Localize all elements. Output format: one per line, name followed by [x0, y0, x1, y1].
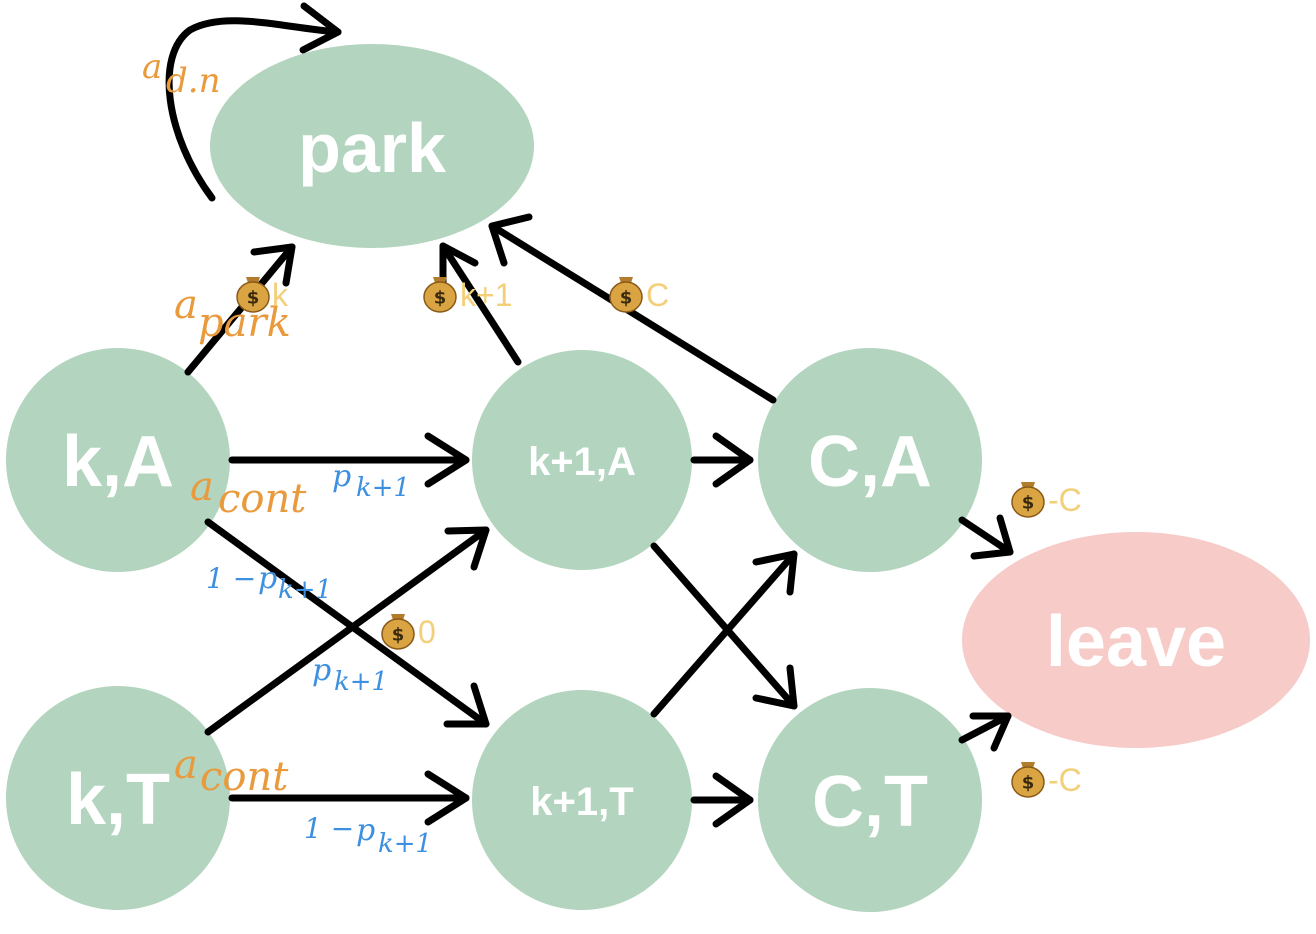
node-c-t: C,T	[758, 688, 982, 912]
reward-park-k: $ k	[236, 277, 289, 313]
svg-text:$: $	[1022, 493, 1035, 514]
reward-park-k1: $ k+1	[423, 277, 512, 313]
node-k-a: k,A	[6, 348, 230, 572]
node-c-t-label: C,T	[812, 762, 928, 842]
node-k1-a: k+1,A	[472, 350, 692, 570]
svg-text:a: a	[174, 742, 198, 788]
node-park: park	[210, 44, 534, 248]
money-bag-icon: $	[1011, 482, 1045, 518]
svg-text:1 −: 1 −	[206, 562, 256, 595]
node-k-a-label: k,A	[62, 422, 174, 502]
money-bag-icon: $	[236, 277, 270, 313]
node-k-t: k,T	[6, 686, 230, 910]
node-k-t-label: k,T	[66, 760, 170, 840]
action-label-park-self: a d.n	[142, 47, 220, 101]
edge-park-self-loop	[165, 2, 342, 202]
svg-text:p: p	[312, 653, 331, 688]
svg-text:$: $	[247, 288, 260, 309]
edge-k1t-to-ct	[690, 772, 754, 828]
edge-ka-to-k1t	[204, 518, 490, 728]
edge-ca-to-leave	[958, 514, 1014, 560]
svg-text:k+1: k+1	[334, 667, 388, 697]
edge-kt-to-k1a	[204, 526, 490, 736]
reward-park-k1-text: k+1	[460, 277, 512, 313]
svg-text:p: p	[258, 561, 277, 596]
svg-text:1 −: 1 −	[304, 812, 354, 845]
node-c-a: C,A	[758, 348, 982, 572]
node-k1-t-label: k+1,T	[530, 780, 633, 824]
prob-label-kt-to-k1a: p k+1	[312, 653, 388, 697]
svg-text:$: $	[392, 625, 405, 646]
node-leave-label: leave	[1046, 602, 1226, 682]
edge-ka-to-k1a	[228, 432, 470, 488]
edge-k1a-to-ca	[690, 432, 754, 488]
edge-k1a-to-park	[439, 242, 522, 366]
edge-k1t-to-ca	[650, 550, 798, 718]
reward-park-c-text: C	[646, 277, 669, 313]
svg-text:k+1: k+1	[278, 575, 332, 605]
edge-k1a-to-ct	[650, 542, 798, 710]
money-bag-icon: $	[609, 277, 643, 313]
edge-ka-to-park	[184, 243, 296, 376]
reward-leave-from-ct-text: -C	[1048, 762, 1082, 798]
svg-text:k+1: k+1	[356, 473, 410, 503]
svg-text:k+1: k+1	[378, 829, 432, 859]
svg-text:a: a	[142, 47, 162, 87]
svg-text:p: p	[356, 813, 375, 848]
node-k1-a-label: k+1,A	[528, 440, 636, 484]
node-c-a-label: C,A	[808, 422, 932, 502]
money-bag-icon: $	[1011, 762, 1045, 798]
prob-label-kt-to-k1t: 1 − p k+1	[304, 812, 432, 859]
reward-park-c: $ C	[609, 277, 669, 313]
svg-text:cont: cont	[200, 754, 289, 800]
node-leave: leave	[962, 532, 1310, 748]
edge-ca-to-park	[488, 213, 777, 404]
svg-text:cont: cont	[218, 476, 307, 522]
reward-continue-text: 0	[418, 614, 436, 650]
prob-label-ka-to-k1t: 1 − p k+1	[206, 561, 332, 605]
money-bag-icon: $	[381, 614, 415, 650]
svg-text:$: $	[434, 288, 447, 309]
svg-text:$: $	[1022, 773, 1035, 794]
reward-leave-from-ct: $ -C	[1011, 762, 1082, 798]
svg-text:d.n: d.n	[166, 61, 220, 101]
reward-leave-from-ca-text: -C	[1048, 482, 1082, 518]
reward-park-k-text: k	[272, 277, 289, 313]
node-k1-t: k+1,T	[472, 690, 692, 910]
svg-text:a: a	[174, 282, 198, 328]
money-bag-icon: $	[423, 277, 457, 313]
svg-text:p: p	[332, 459, 351, 494]
prob-label-ka-to-k1a: p k+1	[332, 459, 410, 503]
node-park-label: park	[298, 109, 446, 187]
reward-continue: $ 0	[381, 614, 436, 650]
svg-text:$: $	[620, 288, 633, 309]
action-label-cont-a: a cont	[190, 464, 307, 522]
edge-kt-to-k1t	[228, 770, 470, 826]
reward-leave-from-ca: $ -C	[1011, 482, 1082, 518]
edge-ct-to-leave	[958, 712, 1012, 752]
action-label-cont-t: a cont	[174, 742, 289, 800]
svg-text:a: a	[190, 464, 214, 510]
